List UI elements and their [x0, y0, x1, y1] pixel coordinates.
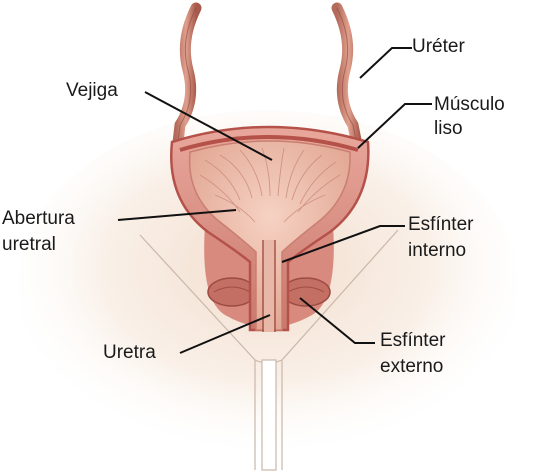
label-abertura-line2: uretral	[2, 234, 56, 256]
label-esfinter-interno-line1: Esfínter	[408, 214, 473, 236]
leader-abertura	[118, 210, 236, 220]
label-musculo-line2: liso	[434, 118, 463, 140]
leader-esfinter-interno	[282, 226, 405, 262]
leader-vejiga	[145, 92, 272, 160]
label-musculo-line1: Músculo	[434, 94, 505, 116]
label-esfinter-interno-line2: interno	[408, 240, 466, 262]
leader-musculo	[358, 104, 432, 148]
leader-esfinter-externo	[300, 298, 375, 343]
leader-ureter	[360, 48, 412, 78]
label-esfinter-externo-line1: Esfínter	[380, 330, 445, 352]
label-vejiga: Vejiga	[66, 80, 118, 102]
label-abertura-line1: Abertura	[2, 208, 75, 230]
label-ureter: Uréter	[412, 36, 465, 58]
leader-uretra	[180, 315, 270, 353]
label-esfinter-externo-line2: externo	[380, 356, 443, 378]
label-uretra: Uretra	[103, 342, 156, 364]
